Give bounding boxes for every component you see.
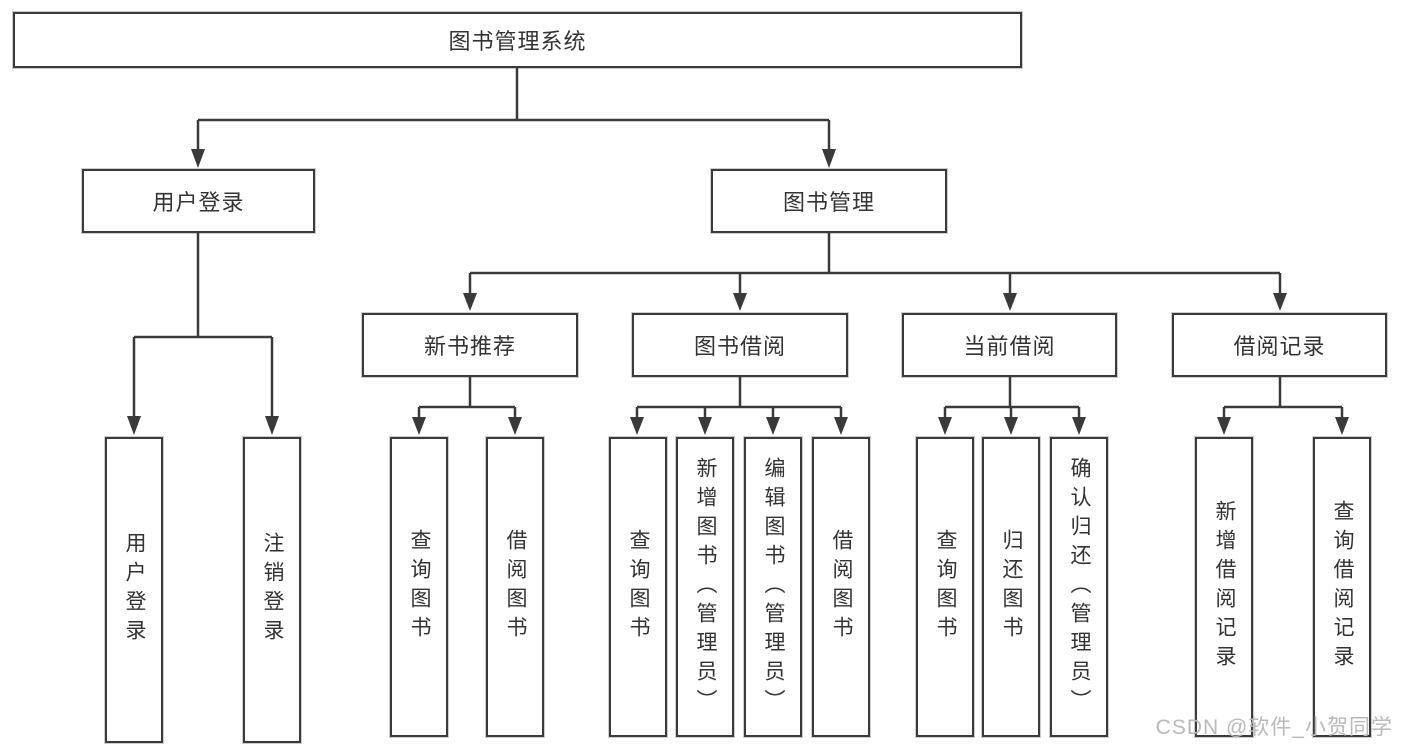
leaf-query-books-borrowing: 查询图书 xyxy=(609,437,667,737)
leaf-confirm-return-admin: 确认归还（管理员） xyxy=(1050,437,1108,737)
arrowheads xyxy=(127,149,1349,435)
connector-book-mgmt-split xyxy=(470,233,1280,275)
leaf-return-books: 归还图书 xyxy=(982,437,1040,737)
leaf-add-borrow-record: 新增借阅记录 xyxy=(1195,437,1253,737)
csdn-watermark: CSDN @软件_小贺同学 xyxy=(1155,716,1393,739)
leaf-user-login: 用户登录 xyxy=(105,437,163,743)
leaf-edit-books-admin: 编辑图书（管理员） xyxy=(744,437,802,737)
leaf-borrow-books-recommend: 借阅图书 xyxy=(486,437,544,737)
node-user-login: 用户登录 xyxy=(82,169,315,233)
leaf-add-books-admin: 新增图书（管理员） xyxy=(676,437,734,737)
connector-user-login-split xyxy=(134,233,272,339)
node-current-borrowing: 当前借阅 xyxy=(902,313,1117,377)
connector-root-split xyxy=(198,68,829,122)
node-book-borrowing: 图书借阅 xyxy=(632,313,848,377)
leaf-logout: 注销登录 xyxy=(243,437,301,743)
connector-current-split xyxy=(945,377,1079,409)
leaf-query-books-current: 查询图书 xyxy=(916,437,974,737)
connector-borrowing-split xyxy=(637,377,841,409)
node-book-management: 图书管理 xyxy=(711,169,947,233)
node-library-system: 图书管理系统 xyxy=(13,12,1022,68)
connector-new-books-split xyxy=(419,377,515,409)
leaf-query-books-recommend: 查询图书 xyxy=(390,437,448,737)
node-new-book-recommend: 新书推荐 xyxy=(362,313,578,377)
connector-records-split xyxy=(1224,377,1342,409)
leaf-query-borrow-record: 查询借阅记录 xyxy=(1313,437,1371,737)
node-borrowing-records: 借阅记录 xyxy=(1172,313,1387,377)
leaf-borrow-books-borrowing: 借阅图书 xyxy=(812,437,870,737)
